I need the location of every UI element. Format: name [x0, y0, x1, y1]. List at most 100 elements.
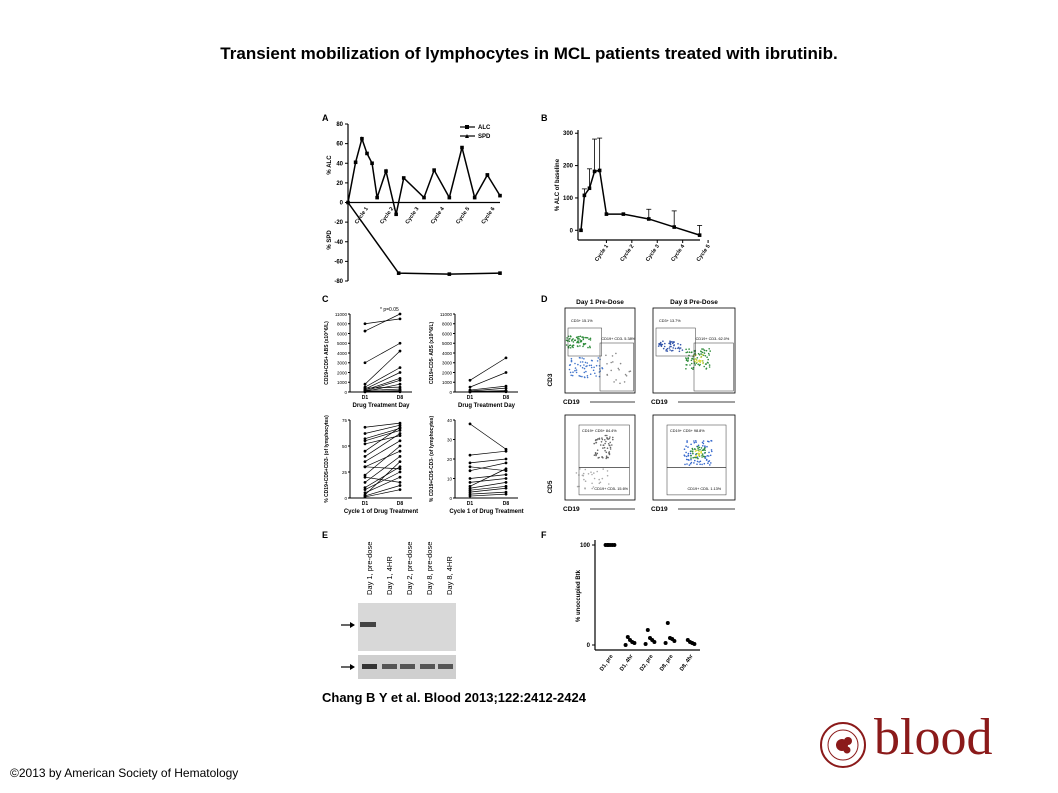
d-event-dot [709, 350, 711, 352]
c3-point-d8 [398, 465, 402, 469]
d-event-dot [599, 444, 602, 446]
d-event-dot [670, 350, 673, 352]
d-event-dot [703, 456, 706, 458]
d-gate-cd3 [655, 327, 696, 357]
c4-point-d8 [504, 484, 508, 488]
d-event-dot [610, 369, 612, 372]
c2-point-d8 [504, 371, 508, 374]
c1-pair-line [364, 386, 401, 389]
c1-ytick-label: 2000 [337, 370, 348, 375]
d-event-dot [613, 381, 615, 383]
d-event-dot [690, 458, 692, 461]
d-event-dot [574, 362, 576, 365]
d-event-dot [579, 345, 581, 347]
d-event-dot [663, 345, 666, 348]
c4-point-d1 [468, 477, 472, 480]
c4-ylabel: % CD19+CD5-CD3- (of lymphocytes) [429, 416, 435, 503]
c3-point-d8 [398, 444, 402, 448]
d-event-dot [673, 344, 675, 347]
d-event-dot [685, 455, 688, 458]
d-event-dot [573, 339, 576, 342]
d-event-dot [611, 355, 614, 357]
f-category-label: D8, pre [659, 654, 675, 673]
d-event-dot [606, 437, 608, 440]
a-legend-spd-marker [465, 134, 469, 138]
d-event-dot [694, 450, 697, 452]
c3-point-d1 [363, 442, 367, 446]
d-event-dot [677, 347, 679, 350]
d-event-dot [568, 364, 571, 367]
d-event-dot [606, 363, 608, 365]
d-event-dot [568, 368, 571, 371]
d-event-dot [624, 373, 627, 376]
d-event-dot [575, 371, 578, 374]
c1-point-d8 [398, 382, 402, 386]
d-event-dot [577, 345, 579, 348]
d-event-dot [589, 373, 592, 376]
c1-point-d8 [398, 378, 402, 382]
d-event-dot [690, 359, 693, 362]
d-event-dot [669, 345, 671, 348]
c3-point-d8 [398, 421, 402, 425]
d-event-dot [586, 375, 589, 377]
d-event-dot [686, 360, 689, 362]
d-event-dot [659, 341, 662, 344]
d-event-dot [618, 369, 620, 371]
a-ytick-label: 40 [336, 161, 343, 167]
d-event-dot [584, 361, 587, 364]
c1-ytick-label: 11000 [335, 312, 348, 317]
d-xlabel-cd19: CD19 [651, 399, 668, 406]
c4-pair-line [469, 458, 507, 464]
a-ylabel-alc: % ALC [327, 155, 333, 175]
a-ytick-label: -40 [334, 240, 343, 246]
d-event-dot [701, 456, 703, 458]
d-ylabel-cd3: CD3 [547, 373, 554, 386]
d-gate-label: CD19+ CD5- 1.13% [687, 487, 721, 491]
d-event-dot [612, 436, 614, 439]
d-event-dot [586, 376, 589, 379]
a-category-label: Cycle 4 [430, 205, 447, 225]
d-event-dot [568, 340, 571, 343]
d-gate-cd5neg [578, 467, 630, 496]
f-ylabel: % unoccupied Btk [576, 569, 582, 622]
c3-point-d8 [398, 429, 402, 432]
a-point-alc [360, 136, 364, 141]
c1-pair-line [364, 388, 401, 391]
logo-text: blood [874, 709, 993, 766]
d-event-dot [704, 451, 706, 454]
d-event-dot [685, 368, 687, 370]
c4-pair-line [469, 487, 507, 493]
d-event-dot [696, 361, 698, 364]
d-event-dot [674, 347, 677, 350]
d-event-dot [697, 449, 700, 451]
c4-point-d1 [468, 461, 472, 465]
d-event-dot [584, 480, 587, 483]
d-event-dot [681, 349, 684, 351]
c1-point-d8 [398, 376, 402, 380]
c3-point-d8 [398, 439, 402, 443]
d-event-dot [593, 366, 595, 369]
c4-point-d1 [468, 422, 472, 426]
d-event-dot [582, 337, 585, 339]
c2-point-d8 [504, 390, 508, 394]
d-event-dot [589, 339, 592, 341]
d-event-dot [694, 358, 697, 360]
d-event-dot [701, 441, 704, 444]
d-event-dot [593, 454, 596, 457]
c3-category-label: D1 [362, 501, 369, 507]
d-event-dot [696, 449, 698, 452]
d-event-dot [687, 455, 690, 457]
c2-pair-line [469, 357, 507, 381]
d-event-dot [605, 440, 607, 443]
d-event-dot [698, 354, 701, 356]
b-point [646, 217, 651, 221]
d-event-dot [697, 444, 700, 447]
d-event-dot [594, 452, 597, 454]
d-event-dot [702, 354, 704, 356]
d-event-dot [582, 338, 585, 341]
d-event-dot [587, 346, 589, 349]
d-event-dot [584, 487, 586, 490]
d-event-dot [615, 352, 617, 355]
d-event-dot [695, 455, 697, 458]
d-event-dot [686, 364, 688, 366]
